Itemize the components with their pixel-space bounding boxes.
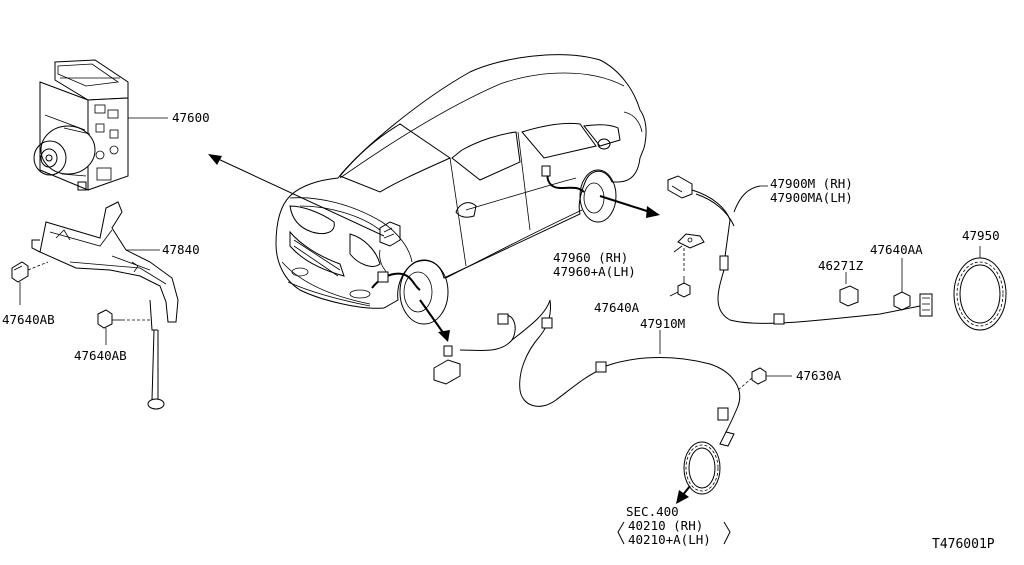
arrow-to-abs: [215, 157, 385, 237]
label-sec-lh: 40210+A(LH): [628, 532, 711, 547]
rear-harness-on-car: [541, 165, 585, 193]
label-bolt-a: 47640A: [594, 300, 640, 315]
arrows: [208, 154, 660, 342]
abs-actuator-drawing: [33, 59, 129, 191]
bolt-630a-drawing: [737, 367, 792, 391]
arrowhead-abs: [208, 154, 222, 165]
label-bracket-rh: 47960 (RH): [553, 250, 628, 265]
label-front-sensor: 47910M: [640, 316, 685, 331]
label-rear-sensor-rh: 47900M (RH): [770, 176, 853, 191]
label-bolt-ab-2: 47640AB: [74, 348, 127, 363]
clip-drawing: [839, 272, 859, 307]
abs-location-drawing: [379, 221, 401, 277]
bracket-drawing: [31, 201, 179, 410]
bolt-aa-drawing: [893, 258, 911, 311]
rear-sensor-drawing: [667, 175, 933, 325]
front-rotor-drawing: [676, 441, 721, 504]
label-abs-actuator: 47600: [172, 110, 210, 125]
bolt-a-drawing: [669, 276, 691, 298]
bolt-ab-left-drawing: [11, 261, 49, 305]
label-sec-ref: SEC.400: [626, 504, 679, 519]
label-bracket: 47840: [162, 242, 200, 257]
car-outline-drawing: [275, 54, 647, 325]
label-bracket-lh: 47960+A(LH): [553, 264, 636, 279]
front-sensor-drawing: [433, 299, 741, 447]
bracket-left: [617, 521, 625, 545]
bolt-ab-right-drawing: [97, 309, 152, 345]
bracket-right: [723, 521, 731, 545]
sensor-rotor-drawing: [953, 257, 1007, 331]
label-sensor-rotor: 47950: [962, 228, 1000, 243]
label-bolt-aa: 47640AA: [870, 242, 923, 257]
label-sec-rh: 40210 (RH): [628, 518, 703, 533]
bracket-47960-drawing: [673, 233, 705, 272]
label-clip: 46271Z: [818, 258, 864, 273]
front-harness-on-car: [371, 271, 421, 291]
label-bolt-ab-1: 47640AB: [2, 312, 55, 327]
label-bolt-630a: 47630A: [796, 368, 842, 383]
label-rear-sensor-lh: 47900MA(LH): [770, 190, 853, 205]
drawing-id: T476001P: [932, 537, 995, 552]
arrow-rear-wheel: [599, 195, 651, 213]
arrow-front-wheel: [419, 299, 445, 335]
